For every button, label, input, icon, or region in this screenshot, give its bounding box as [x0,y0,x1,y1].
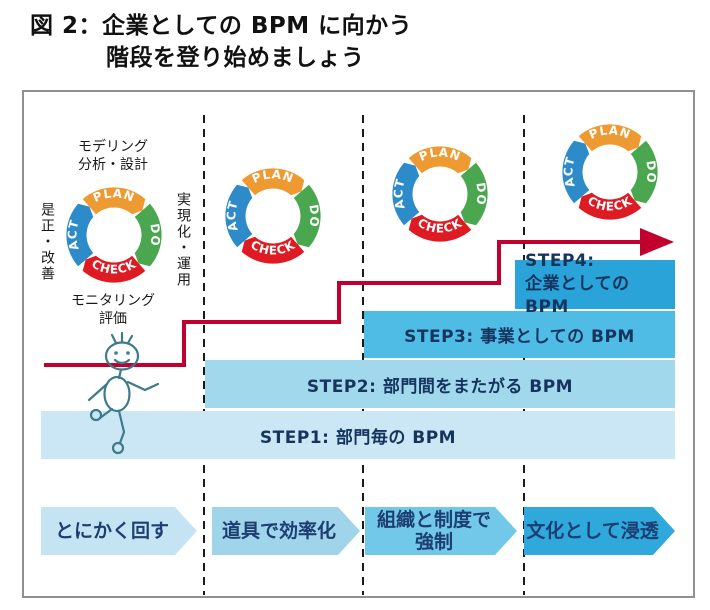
dashed-separator-1 [203,115,205,595]
stair-arrow-head [640,228,674,256]
act-label: ACT [391,177,407,211]
do-segment [293,184,321,248]
check-label: CHECK [415,216,464,236]
step4-band: STEP4: 企業としての BPM [515,251,675,317]
phase4-label: 文化として浸透 [526,520,659,542]
annotation-analysis-design: 分析・設計 [78,157,148,173]
phase1-label: とにかく回す [54,520,169,542]
step2-label: STEP2: 部門間をまたがる BPM [306,376,574,397]
phase3-label-line1: 組織と制度で [376,509,491,531]
pdca-cycle-3: PLAN DO ACT CHECK [391,145,488,242]
step4-label-line1: STEP4: [525,251,595,271]
cycle-annotation-top: モデリング 分析・設計 [43,138,183,174]
diagram-panel: STEP1: 部門毎の BPM STEP2: 部門間をまたがる BPM STEP… [22,90,695,598]
step3-label: STEP3: 事業としての BPM [404,327,635,347]
annotation-evaluation: 評価 [99,311,127,327]
pdca-cycle-1: PLAN DO ACT CHECK [65,186,162,283]
phase2-arrow: 道具で効率化 [212,507,360,555]
do-segment [134,203,162,267]
figure-title-line1: 図 2：企業としての BPM に向かう [30,13,413,39]
do-segment [630,140,658,204]
figure-title: 図 2：企業としての BPM に向かう 階段を登り始めましょう [30,10,412,74]
phase1-arrow: とにかく回す [41,507,197,555]
act-label: ACT [561,155,577,189]
figure-title-line2: 階段を登り始めましょう [106,45,365,71]
cycle-annotation-left: 是正・改善 [39,202,55,282]
step1-label: STEP1: 部門毎の BPM [259,427,457,448]
step4-label-line2: 企業としての BPM [525,274,630,317]
act-label: ACT [65,218,81,252]
step2-band: STEP2: 部門間をまたがる BPM [205,360,675,408]
annotation-modeling: モデリング [78,139,148,155]
do-segment [460,162,488,226]
act-label: ACT [224,199,240,233]
step1-band: STEP1: 部門毎の BPM [41,411,675,459]
phase3-arrow: 組織と制度で 強制 [365,507,517,555]
check-label: CHECK [585,194,634,214]
pdca-cycle-2: PLAN DO ACT CHECK [224,167,321,264]
phase3-label-line2: 強制 [414,531,453,553]
stick-figure [87,331,160,455]
phase2-label: 道具で効率化 [221,520,336,542]
cycle-annotation-right: 実現化・運用 [175,192,191,288]
cycle-annotation-bottom: モニタリング 評価 [43,292,183,328]
phase4-arrow: 文化として浸透 [524,507,675,555]
pdca-cycle-4: PLAN DO ACT CHECK [561,123,658,220]
annotation-monitoring: モニタリング [71,293,155,309]
